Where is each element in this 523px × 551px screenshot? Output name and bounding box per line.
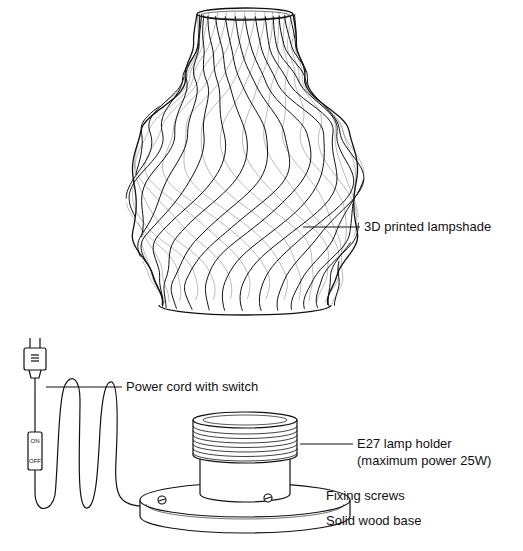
lamp-holder [193, 412, 297, 502]
part-label: Fixing screws [326, 487, 476, 504]
leader-line [300, 443, 353, 444]
part-label: E27 lamp holder (maximum power 25W) [357, 435, 509, 469]
part-label: 3D printed lampshade [364, 218, 519, 235]
leader-line [46, 386, 122, 387]
power-cord [35, 378, 150, 509]
switch-marking: OFF [29, 458, 41, 464]
power-plug [24, 338, 46, 378]
part-label: Solid wood base [326, 512, 476, 529]
lampshade [126, 8, 364, 315]
fixing-screw [158, 494, 272, 504]
part-label: Power cord with switch [126, 378, 326, 395]
switch-marking: ON [29, 438, 41, 444]
cord-switch [28, 432, 42, 470]
